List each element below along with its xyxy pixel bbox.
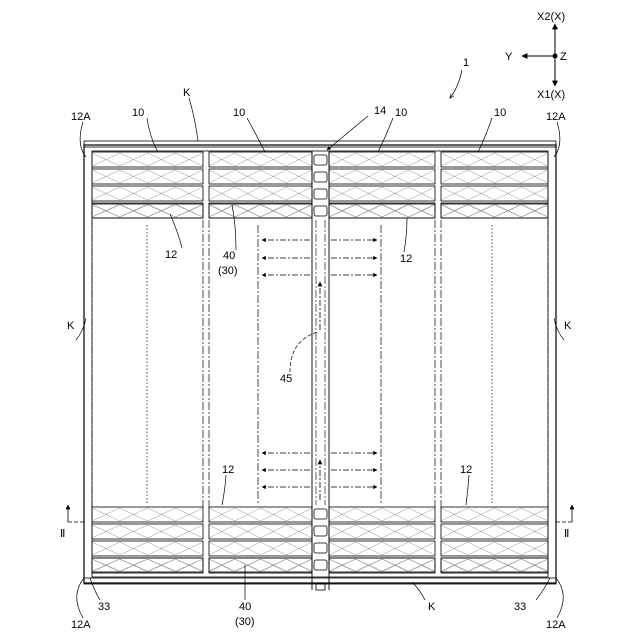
cell-module <box>92 524 203 539</box>
central-spine <box>312 151 329 590</box>
label-section-left: Ⅱ <box>60 528 65 540</box>
cell-module <box>441 558 548 572</box>
label-section-right: Ⅱ <box>564 528 569 540</box>
cell-module <box>329 507 435 522</box>
cell-module <box>441 524 548 539</box>
label-30-top: (30) <box>218 265 238 277</box>
cell-module <box>209 541 312 556</box>
label-12a-tl: 12A <box>71 111 91 123</box>
spine-connector <box>314 560 327 570</box>
cell-module <box>441 152 548 167</box>
cell-module <box>209 169 312 184</box>
label-12-br: 12 <box>460 464 472 476</box>
spine-connector <box>314 543 327 553</box>
cell-module <box>209 203 312 218</box>
spine-connector <box>314 155 327 165</box>
spine-connector <box>314 526 327 536</box>
label-12-tr: 12 <box>400 253 412 265</box>
cell-module <box>92 507 203 522</box>
label-10-c: 10 <box>395 107 407 119</box>
cell-module <box>329 524 435 539</box>
cell-module <box>92 558 203 572</box>
spine-connector <box>314 509 327 519</box>
cell-module <box>329 186 435 201</box>
cell-module <box>329 204 435 218</box>
cell-module <box>441 186 548 201</box>
cell-module <box>92 169 203 184</box>
cell-module <box>441 169 548 184</box>
cell-module <box>329 169 435 184</box>
flow-arrows <box>262 240 377 487</box>
label-33-right: 33 <box>514 601 526 613</box>
label-30-bottom: (30) <box>235 616 255 628</box>
cell-module <box>329 558 435 572</box>
cell-module <box>92 203 203 218</box>
label-12-bl: 12 <box>222 464 234 476</box>
label-12a-br: 12A <box>546 619 566 631</box>
cell-module <box>209 186 312 201</box>
axis-z-label: Z <box>560 51 567 63</box>
cell-module <box>92 152 203 167</box>
label-k-left: K <box>67 320 75 332</box>
label-k-right: K <box>564 320 572 332</box>
label-12a-bl: 12A <box>71 619 91 631</box>
label-10-a: 10 <box>132 107 144 119</box>
cell-module <box>441 541 548 556</box>
label-ref-1: 1 <box>463 57 469 69</box>
cell-module <box>329 541 435 556</box>
cell-module <box>441 203 548 218</box>
cell-module <box>329 152 435 167</box>
cell-module <box>441 204 548 218</box>
cell-module <box>441 558 548 573</box>
label-14: 14 <box>374 105 386 117</box>
cell-module <box>92 558 203 573</box>
label-k-bottom: K <box>428 601 436 613</box>
cell-module <box>92 186 203 201</box>
label-40-top: 40 <box>223 250 235 262</box>
cell-module <box>441 507 548 522</box>
cell-module <box>209 558 312 572</box>
cell-module <box>209 507 312 522</box>
axis-x1-label: X1(X) <box>537 89 565 101</box>
cell-module <box>209 524 312 539</box>
label-45: 45 <box>280 373 292 385</box>
axis-y-label: Y <box>505 51 513 63</box>
cell-module <box>209 152 312 167</box>
spine-connector <box>314 172 327 182</box>
axis-indicator <box>522 24 557 86</box>
label-12a-tr: 12A <box>546 111 566 123</box>
cell-module <box>92 204 203 218</box>
spine-connector <box>314 189 327 199</box>
label-40-bottom: 40 <box>239 601 251 613</box>
label-10-b: 10 <box>233 107 245 119</box>
label-k-top: K <box>183 87 191 99</box>
cell-module <box>209 558 312 573</box>
label-10-d: 10 <box>494 107 506 119</box>
cell-module <box>329 203 435 218</box>
label-33-left: 33 <box>98 601 110 613</box>
spine-connector <box>314 206 327 216</box>
cell-module <box>92 541 203 556</box>
cell-module <box>329 558 435 573</box>
axis-x2-label: X2(X) <box>537 11 565 23</box>
label-12-tl: 12 <box>165 249 177 261</box>
cell-module <box>209 204 312 218</box>
